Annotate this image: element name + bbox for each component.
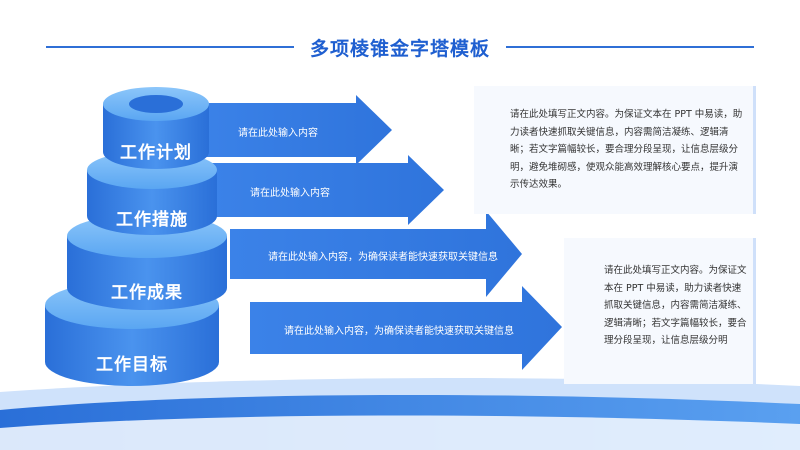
arrow-4 bbox=[250, 286, 562, 370]
panel-accent bbox=[753, 238, 756, 384]
arrow-text-4[interactable]: 请在此处输入内容，为确保读者能快速获取关键信息 bbox=[284, 326, 514, 337]
tier-label-3: 工作成果 bbox=[111, 283, 183, 303]
text-panel-1: 请在此处填写正文内容。为保证文本在 PPT 中易读，助力读者快速抓取关键信息，内… bbox=[474, 86, 756, 214]
tier-cylinder-1 bbox=[103, 87, 209, 169]
arrow-1 bbox=[200, 95, 392, 165]
wave-white bbox=[0, 415, 800, 450]
tier-label-1: 工作计划 bbox=[120, 143, 192, 163]
text-panel-2: 请在此处填写正文内容。为保证文本在 PPT 中易读，助力读者快速抓取关键信息，内… bbox=[564, 238, 756, 384]
title-divider-left bbox=[46, 46, 294, 48]
tier-label-2: 工作措施 bbox=[116, 210, 188, 230]
arrow-text-3[interactable]: 请在此处输入内容，为确保读者能快速获取关键信息 bbox=[268, 252, 498, 263]
panel-body-text[interactable]: 请在此处填写正文内容。为保证文本在 PPT 中易读，助力读者快速抓取关键信息，内… bbox=[510, 109, 743, 190]
title-divider-right bbox=[506, 46, 754, 48]
panel-body-text[interactable]: 请在此处填写正文内容。为保证文本在 PPT 中易读，助力读者快速抓取关键信息，内… bbox=[604, 265, 747, 346]
arrow-text-1[interactable]: 请在此处输入内容 bbox=[238, 128, 318, 139]
panel-accent bbox=[753, 86, 756, 214]
page-title: 多项棱锥金字塔模板 bbox=[309, 38, 490, 60]
arrow-2 bbox=[210, 155, 444, 225]
tier-label-4: 工作目标 bbox=[96, 355, 168, 375]
arrow-3 bbox=[230, 211, 522, 297]
title-bar: 多项棱锥金字塔模板 bbox=[0, 30, 800, 64]
arrow-text-2[interactable]: 请在此处输入内容 bbox=[250, 188, 330, 199]
